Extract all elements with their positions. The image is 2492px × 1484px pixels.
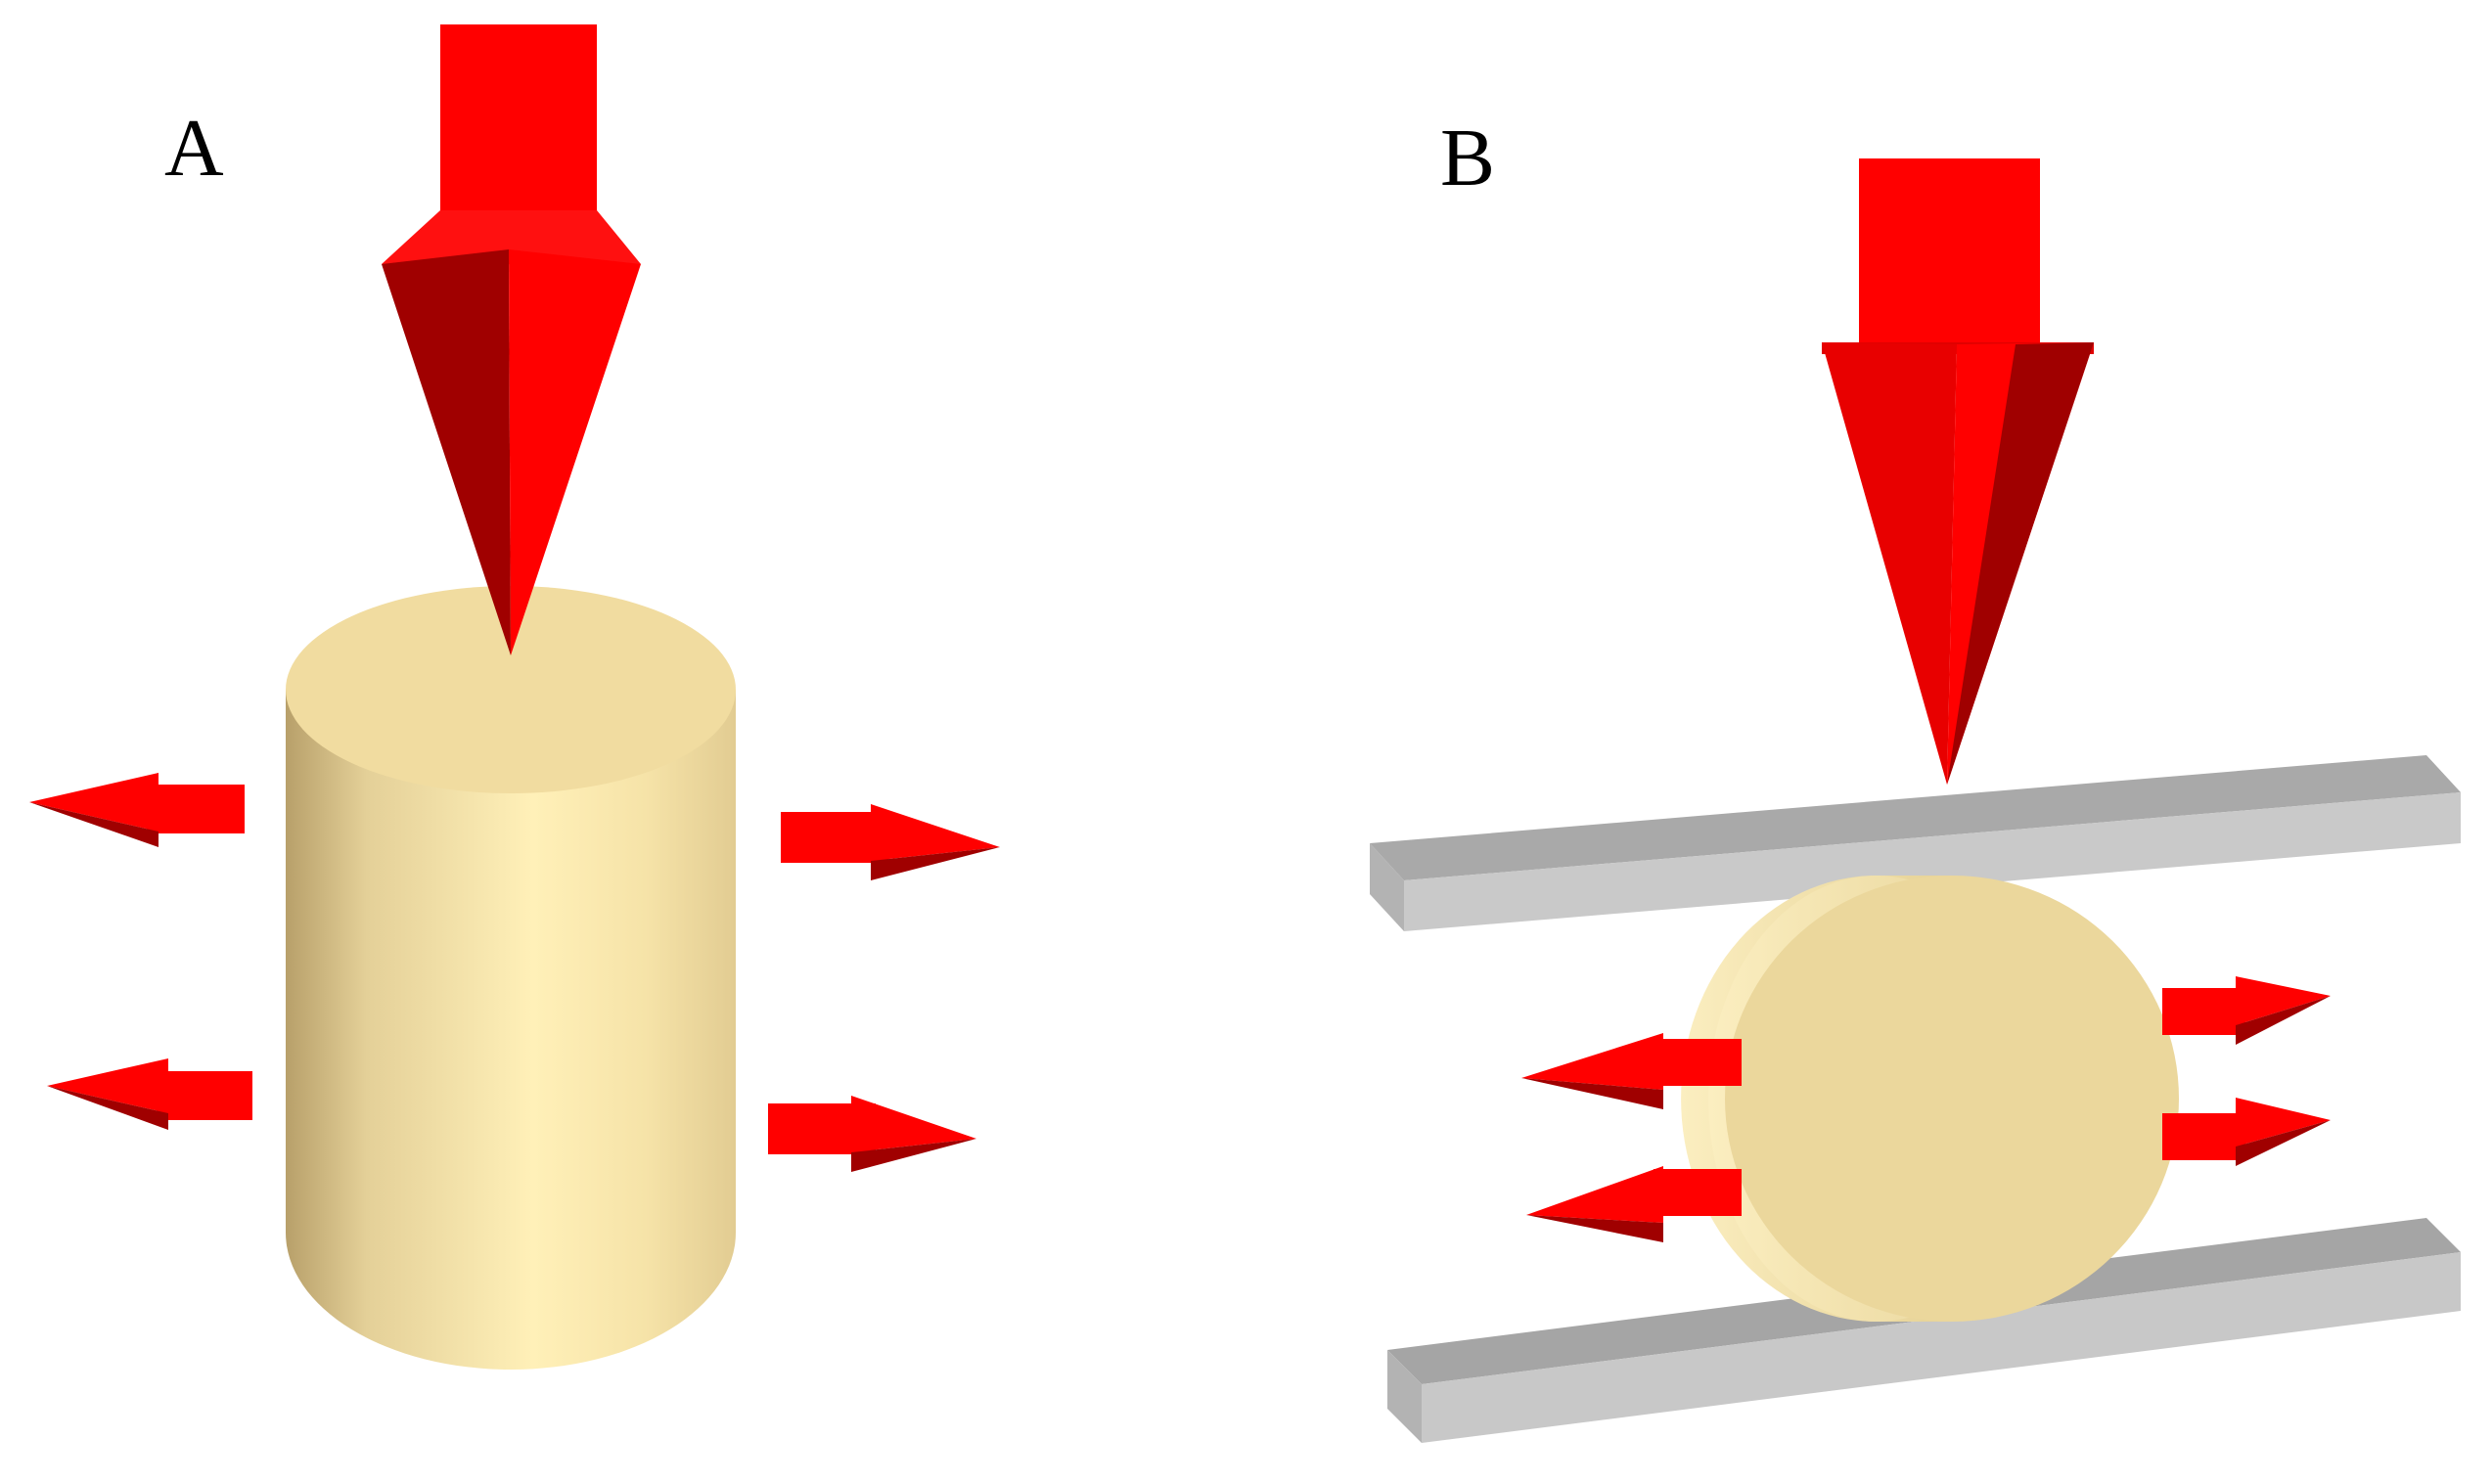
panel-a-label: A — [164, 103, 224, 194]
panel-b-load-arrow — [1822, 158, 2094, 785]
cylinder-top-face — [286, 586, 736, 793]
panel-b-label: B — [1440, 112, 1496, 203]
cylinder-body — [286, 690, 736, 1370]
panel-a-lateral-arrow-upper-left — [29, 773, 245, 847]
panel-a-lateral-arrow-lower-right — [768, 1096, 976, 1172]
panel-b-lateral-arrow-upper-left — [1521, 1033, 1742, 1109]
panel-b-lateral-arrow-upper-right — [2162, 976, 2331, 1045]
panel-b-lateral-arrow-lower-left — [1526, 1166, 1742, 1242]
panel-a-lateral-arrow-lower-left — [47, 1058, 252, 1130]
panel-a-specimen — [286, 586, 736, 1370]
panel-a-lateral-arrow-upper-right — [781, 804, 1000, 880]
disk-front-face — [1725, 876, 2179, 1322]
panel-b-top-platen — [1370, 755, 2461, 931]
panel-a-load-arrow — [382, 24, 641, 655]
panel-b-lateral-arrow-lower-right — [2162, 1098, 2331, 1166]
panel-b-disk-specimen — [1681, 876, 2179, 1322]
